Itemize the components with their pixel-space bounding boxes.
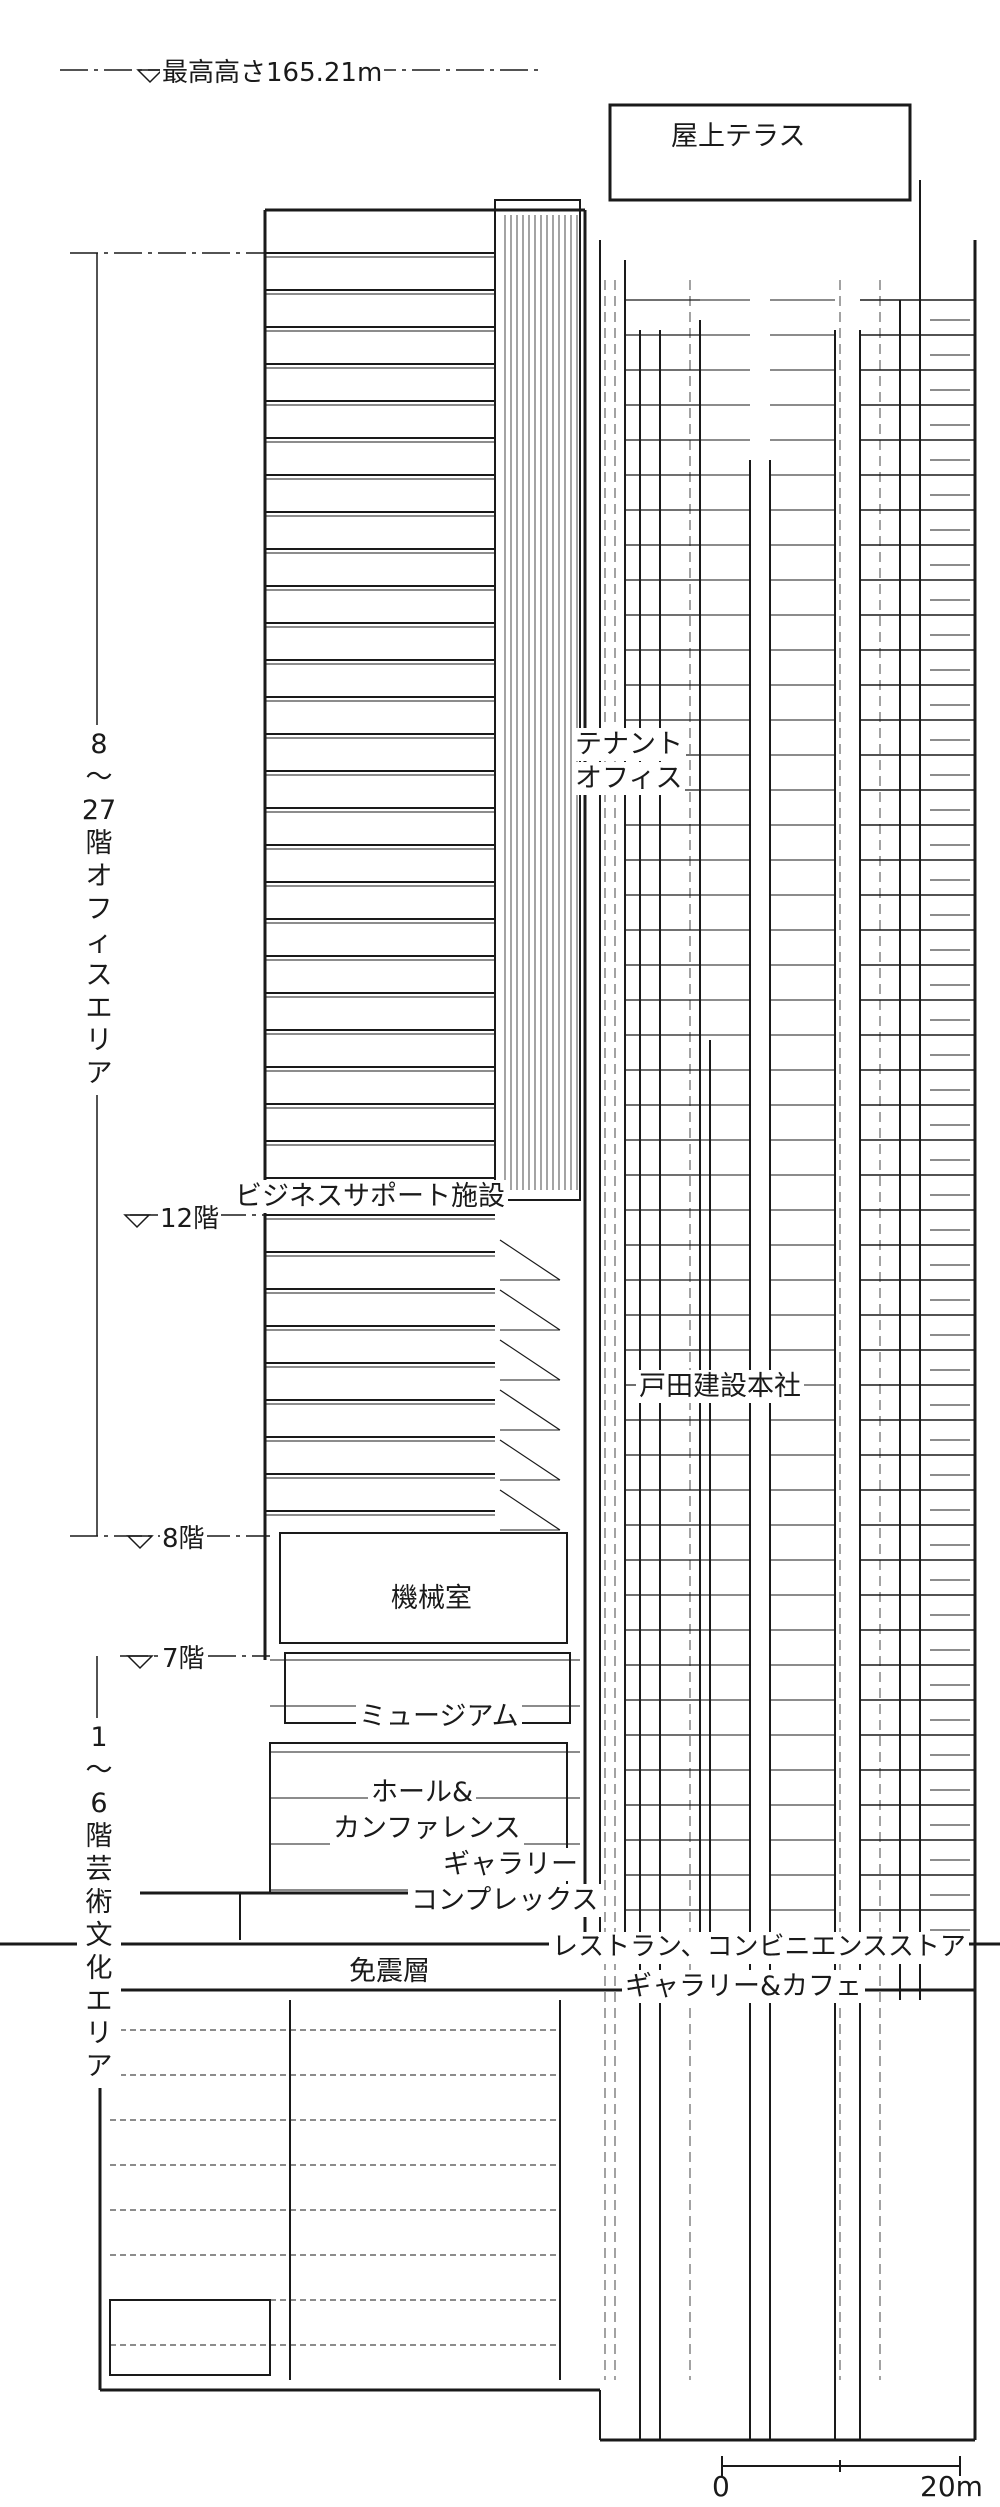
toda-hq-label: 戸田建設本社 [636,1370,804,1404]
hall-label-line1: ホール& [368,1776,477,1810]
seismic-isolation-label: 免震層 [346,1955,433,1989]
scale-length-label: 20m [920,2470,983,2503]
tenant-office-label-line1: テナント [572,728,686,762]
gallery-complex-label-line1: ギャラリー [440,1848,581,1882]
business-support-label: ビジネスサポート施設 [232,1180,508,1214]
tenant-office-label-line2: オフィス [572,762,686,796]
floor-8-label: 8階 [160,1518,207,1555]
gallery-cafe-label: ギャラリー&カフェ [622,1970,866,2004]
culture-area-label: 1 ～ 6 階 芸 術 文 化 エ リ ア [77,1718,121,2089]
scale-zero-label: 0 [712,2470,730,2503]
hall-label-line2: カンファレンス [330,1812,524,1846]
floor-7-label: 7階 [160,1638,207,1675]
gallery-complex-label-line2: コンプレックス [408,1884,602,1918]
rooftop-terrace-label: 屋上テラス [668,120,809,154]
museum-label: ミュージアム [356,1700,522,1734]
machine-room-label: 機械室 [388,1582,475,1616]
floor-12-label: 12階 [158,1198,222,1235]
office-area-label: 8 ～ 27 階 オ フ ィ ス エ リ ア [77,725,121,1096]
max-height-label: 最高高さ165.21m [160,52,385,89]
restaurant-label: レストラン、コンビニエンスストア [549,1932,969,1964]
